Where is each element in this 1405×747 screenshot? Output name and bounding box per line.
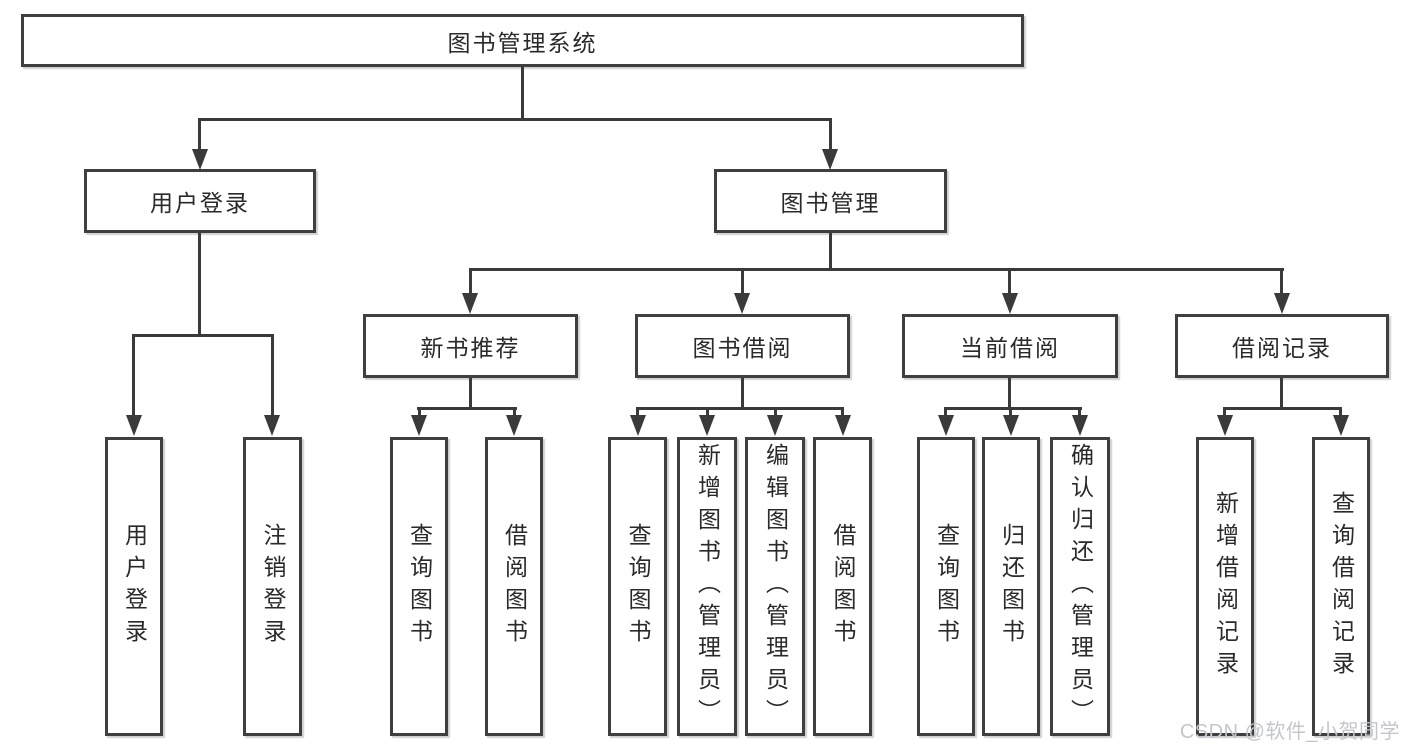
- leaf-logout: 注销登录: [243, 437, 302, 736]
- leaf-query-borrow-record: 查询借阅记录: [1312, 437, 1370, 736]
- arrowhead-down-icon: [506, 415, 522, 436]
- arrowhead-down-icon: [734, 293, 750, 314]
- connector-vline: [741, 378, 744, 409]
- connector-vline: [1008, 268, 1011, 295]
- arrowhead-down-icon: [1274, 293, 1290, 314]
- leaf-borrow-books-1: 借阅图书: [485, 437, 543, 736]
- connector-vline: [132, 334, 135, 415]
- leaf-user-login: 用户登录: [105, 437, 163, 736]
- connector-hline: [636, 407, 844, 410]
- node-current-borrow: 当前借阅: [902, 314, 1118, 378]
- arrowhead-down-icon: [1333, 415, 1349, 436]
- node-borrow-records-label: 借阅记录: [1232, 335, 1332, 361]
- arrowhead-down-icon: [1002, 293, 1018, 314]
- leaf-return-books-label: 归还图书: [998, 522, 1025, 651]
- connector-vline: [521, 66, 524, 118]
- arrowhead-down-icon: [411, 415, 427, 436]
- arrowhead-down-icon: [938, 415, 954, 436]
- leaf-borrow-books-1-label: 借阅图书: [501, 522, 528, 651]
- arrowhead-down-icon: [699, 415, 715, 436]
- leaf-query-books-2-label: 查询图书: [625, 522, 651, 651]
- connector-vline: [829, 118, 832, 150]
- leaf-query-borrow-record-label: 查询借阅记录: [1328, 490, 1355, 683]
- node-current-borrow-label: 当前借阅: [960, 335, 1060, 361]
- leaf-borrow-books-2: 借阅图书: [813, 437, 872, 736]
- node-user-login: 用户登录: [84, 169, 316, 233]
- node-book-management-label: 图书管理: [780, 190, 881, 216]
- connector-vline: [1009, 407, 1012, 417]
- connector-vline: [418, 407, 421, 417]
- leaf-query-books-3: 查询图书: [917, 437, 975, 736]
- leaf-logout-label: 注销登录: [260, 522, 286, 651]
- watermark: CSDN @软件_小贺同学: [1179, 721, 1400, 743]
- leaf-user-login-label: 用户登录: [121, 522, 148, 651]
- node-root-system: 图书管理系统: [21, 14, 1024, 67]
- leaf-query-books-1-label: 查询图书: [406, 522, 433, 651]
- connector-vline: [774, 407, 777, 417]
- connector-vline: [944, 407, 947, 417]
- node-user-login-label: 用户登录: [150, 190, 250, 216]
- connector-vline: [1339, 407, 1342, 417]
- leaf-add-books-admin: 新增图书（管理员）: [677, 437, 737, 736]
- connector-vline: [271, 334, 274, 415]
- connector-vline: [1078, 407, 1081, 417]
- connector-vline: [1223, 407, 1226, 417]
- connector-vline: [469, 378, 472, 409]
- connector-vline: [1008, 378, 1011, 409]
- connector-vline: [636, 407, 639, 417]
- connector-hline: [417, 407, 517, 410]
- node-book-management: 图书管理: [714, 169, 947, 233]
- connector-hline: [944, 407, 1082, 410]
- node-root-system-label: 图书管理系统: [447, 29, 598, 56]
- arrowhead-down-icon: [835, 415, 851, 436]
- arrowhead-down-icon: [126, 415, 142, 436]
- connector-vline: [841, 407, 844, 417]
- leaf-query-books-1: 查询图书: [390, 437, 448, 736]
- leaf-return-books: 归还图书: [982, 437, 1040, 736]
- arrowhead-down-icon: [822, 149, 838, 170]
- connector-vline: [706, 407, 709, 417]
- arrowhead-down-icon: [462, 293, 478, 314]
- connector-vline: [469, 268, 472, 295]
- node-book-borrow: 图书借阅: [635, 314, 850, 378]
- leaf-add-books-admin-label: 新增图书（管理员）: [694, 442, 721, 731]
- arrowhead-down-icon: [1003, 415, 1019, 436]
- connector-vline: [198, 233, 201, 336]
- leaf-borrow-books-2-label: 借阅图书: [830, 522, 856, 651]
- connector-hline: [198, 118, 832, 121]
- leaf-confirm-return-admin-label: 确认归还（管理员）: [1067, 442, 1094, 731]
- arrowhead-down-icon: [767, 415, 783, 436]
- node-new-book-recommend-label: 新书推荐: [420, 335, 521, 361]
- leaf-add-borrow-record: 新增借阅记录: [1196, 437, 1254, 736]
- connector-vline: [198, 118, 201, 150]
- leaf-add-borrow-record-label: 新增借阅记录: [1212, 490, 1239, 683]
- connector-vline: [1280, 378, 1283, 409]
- arrowhead-down-icon: [1217, 415, 1233, 436]
- node-book-borrow-label: 图书借阅: [692, 335, 793, 361]
- leaf-confirm-return-admin: 确认归还（管理员）: [1050, 437, 1110, 736]
- leaf-query-books-2: 查询图书: [608, 437, 667, 736]
- arrowhead-down-icon: [192, 149, 208, 170]
- node-new-book-recommend: 新书推荐: [363, 314, 578, 378]
- leaf-edit-books-admin-label: 编辑图书（管理员）: [762, 442, 789, 731]
- node-borrow-records: 借阅记录: [1175, 314, 1389, 378]
- leaf-edit-books-admin: 编辑图书（管理员）: [745, 437, 805, 736]
- connector-hline: [1223, 407, 1342, 410]
- connector-hline: [469, 268, 1284, 271]
- arrowhead-down-icon: [1072, 415, 1088, 436]
- connector-vline: [741, 268, 744, 295]
- connector-hline: [132, 334, 274, 337]
- arrowhead-down-icon: [264, 415, 280, 436]
- connector-vline: [513, 407, 516, 417]
- connector-vline: [829, 233, 832, 270]
- connector-vline: [1280, 268, 1283, 295]
- leaf-query-books-3-label: 查询图书: [933, 522, 960, 651]
- arrowhead-down-icon: [630, 415, 646, 436]
